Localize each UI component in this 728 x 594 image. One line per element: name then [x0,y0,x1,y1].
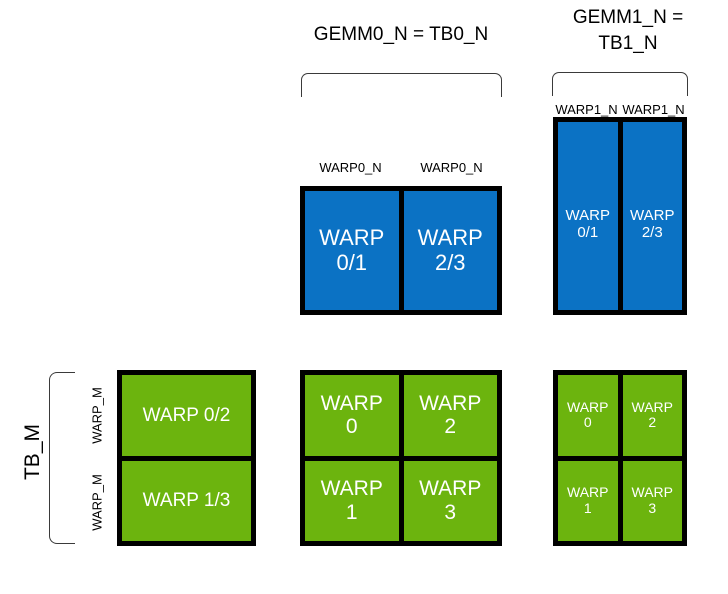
gemm0-blue-block-group: WARP 0/1 WARP 2/3 [300,186,502,315]
warp-tile[interactable]: WARP 0 [558,375,618,456]
warp-m-label-top: WARP_M [89,387,105,444]
warp-tile[interactable]: WARP 3 [403,460,497,541]
warp-tile[interactable]: WARP 2 [622,375,682,456]
warp0-n-label-right: WARP0_N [420,160,483,175]
warp-m-label-bottom: WARP_M [89,474,105,531]
warp1-n-label-left: WARP1_N [555,102,618,117]
warp-tile[interactable]: WARP 1/3 [122,460,251,541]
warp0-n-label-left: WARP0_N [319,160,382,175]
warp-tile[interactable]: WARP 1 [558,460,618,541]
warp-tile[interactable]: WARP 0 [305,375,399,456]
tb-m-label: TB_M [21,424,44,481]
gemm1-span-bracket [552,72,688,96]
warp-tile[interactable]: WARP 1 [305,460,399,541]
gemm0-title: GEMM0_N = TB0_N [313,24,489,45]
tb-m-bracket [49,372,75,544]
warp-tile[interactable]: WARP 0/2 [122,375,251,456]
gemm0-span-bracket [301,73,502,97]
warp-tile[interactable]: WARP 2/3 [622,122,682,310]
warp-tile[interactable]: WARP 3 [622,460,682,541]
middle-green-block-group: WARP 0 WARP 2 WARP 1 WARP 3 [300,370,502,546]
gemm1-title: GEMM1_N = TB1_N [572,7,684,54]
left-green-block-group: WARP 0/2 WARP 1/3 [117,370,256,546]
warp-tile[interactable]: WARP 0/1 [558,122,618,310]
warp-tile[interactable]: WARP 2/3 [403,191,497,310]
gemm1-blue-block-group: WARP 0/1 WARP 2/3 [553,117,687,315]
warp-tile[interactable]: WARP 2 [403,375,497,456]
warp-tile[interactable]: WARP 0/1 [305,191,399,310]
warp1-n-label-right: WARP1_N [622,102,685,117]
right-green-block-group: WARP 0 WARP 2 WARP 1 WARP 3 [553,370,687,546]
